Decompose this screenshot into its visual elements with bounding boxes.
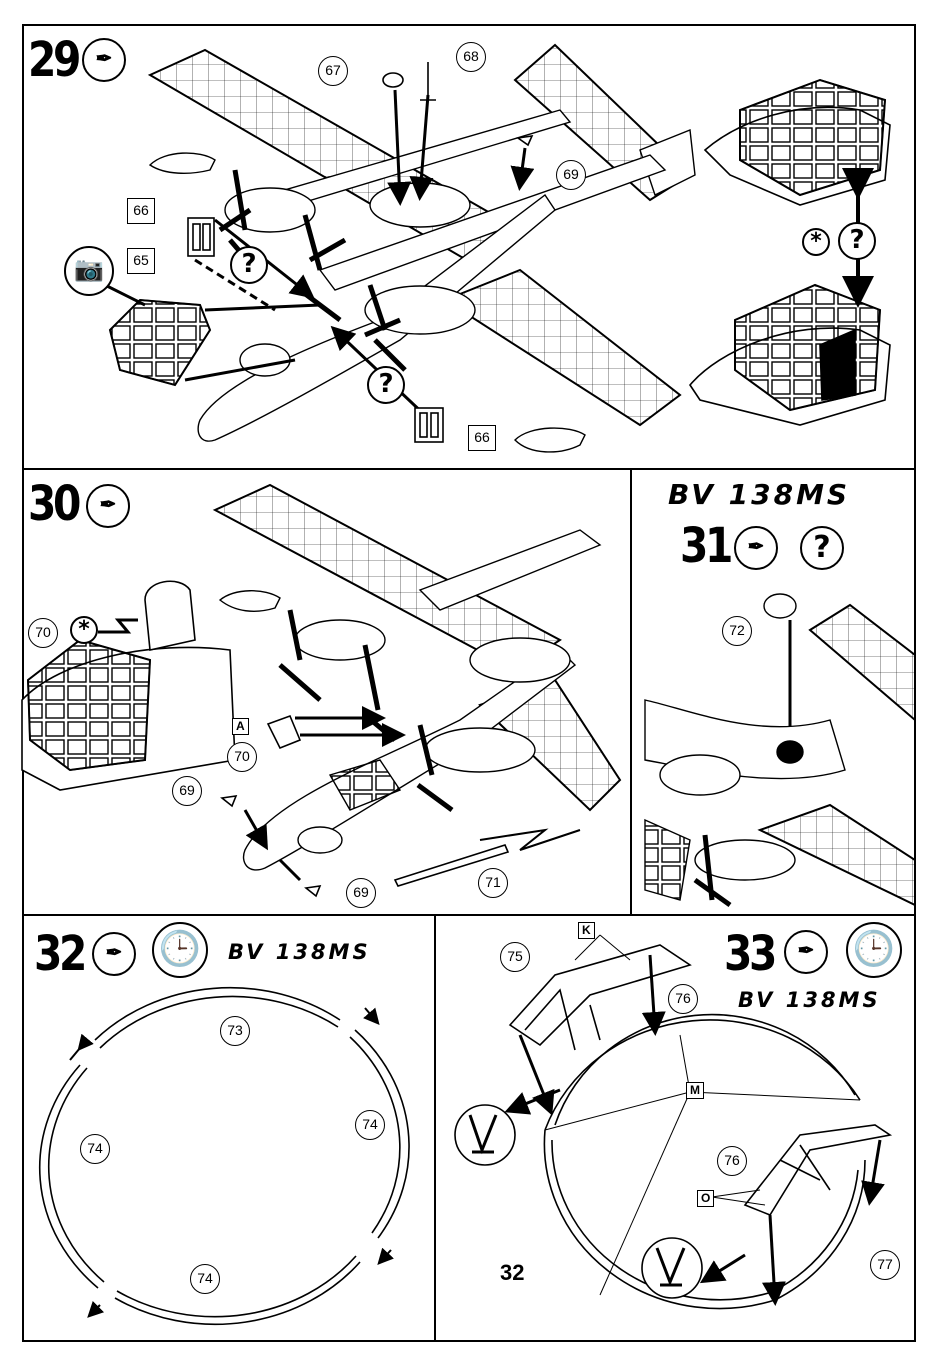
step-number-31: 31 bbox=[680, 522, 730, 570]
glue-tube-icon: ✒ bbox=[784, 930, 828, 974]
part-number-callout: 74 bbox=[190, 1264, 220, 1294]
part-number-box: 66 bbox=[468, 425, 496, 451]
marker-a: A bbox=[232, 718, 249, 735]
part-number-callout: 76 bbox=[717, 1146, 747, 1176]
part-number-callout: 69 bbox=[556, 160, 586, 190]
part-number-callout: 74 bbox=[80, 1134, 110, 1164]
aircraft-31 bbox=[645, 594, 915, 905]
part-number-callout: 74 bbox=[355, 1110, 385, 1140]
part-number-callout: 75 bbox=[500, 942, 530, 972]
question-icon: ? bbox=[800, 526, 844, 570]
part-number-callout: 70 bbox=[28, 618, 58, 648]
step-number-30: 30 bbox=[28, 480, 78, 528]
question-icon: ? bbox=[367, 366, 405, 404]
marker-k: K bbox=[578, 922, 595, 939]
part-number-callout: 68 bbox=[456, 42, 486, 72]
glue-tube-icon: ✒ bbox=[86, 484, 130, 528]
question-icon: ? bbox=[838, 222, 876, 260]
asterisk-icon: * bbox=[802, 228, 830, 256]
part-number-callout: 70 bbox=[227, 742, 257, 772]
canopy-30-inset bbox=[22, 581, 235, 790]
model-title-33: BV 138MS bbox=[738, 988, 881, 1012]
part-number-callout: 69 bbox=[172, 776, 202, 806]
part-number-callout: 76 bbox=[668, 984, 698, 1014]
step-number-33: 33 bbox=[724, 930, 774, 978]
step-number-29: 29 bbox=[28, 36, 78, 84]
part-reference-32: 32 bbox=[500, 1260, 524, 1286]
question-icon: ? bbox=[230, 246, 268, 284]
aircraft-30 bbox=[215, 485, 620, 870]
part-number-callout: 67 bbox=[318, 56, 348, 86]
model-title-32: BV 138MS bbox=[228, 940, 371, 964]
canopy-65 bbox=[110, 300, 210, 385]
part-number-callout: 72 bbox=[722, 616, 752, 646]
glue-tube-icon: ✒ bbox=[82, 38, 126, 82]
glue-tube-icon: ✒ bbox=[734, 526, 778, 570]
marker-m: M bbox=[686, 1082, 704, 1099]
part-number-box: 65 bbox=[127, 248, 155, 274]
part-number-box: 66 bbox=[127, 198, 155, 224]
glue-tube-icon: ✒ bbox=[92, 932, 136, 976]
clock-icon: 🕒 bbox=[846, 922, 902, 978]
asterisk-icon: * bbox=[70, 616, 98, 644]
part-number-callout: 77 bbox=[870, 1250, 900, 1280]
step-number-32: 32 bbox=[34, 930, 84, 978]
part-number-callout: 71 bbox=[478, 868, 508, 898]
marker-o: O bbox=[697, 1190, 714, 1207]
model-title-31: BV 138MS bbox=[668, 478, 850, 511]
aircraft-29 bbox=[150, 45, 695, 452]
part-number-callout: 69 bbox=[346, 878, 376, 908]
clock-icon: 🕒 bbox=[152, 922, 208, 978]
part-number-callout: 73 bbox=[220, 1016, 250, 1046]
camera-icon: 📷 bbox=[64, 246, 114, 296]
